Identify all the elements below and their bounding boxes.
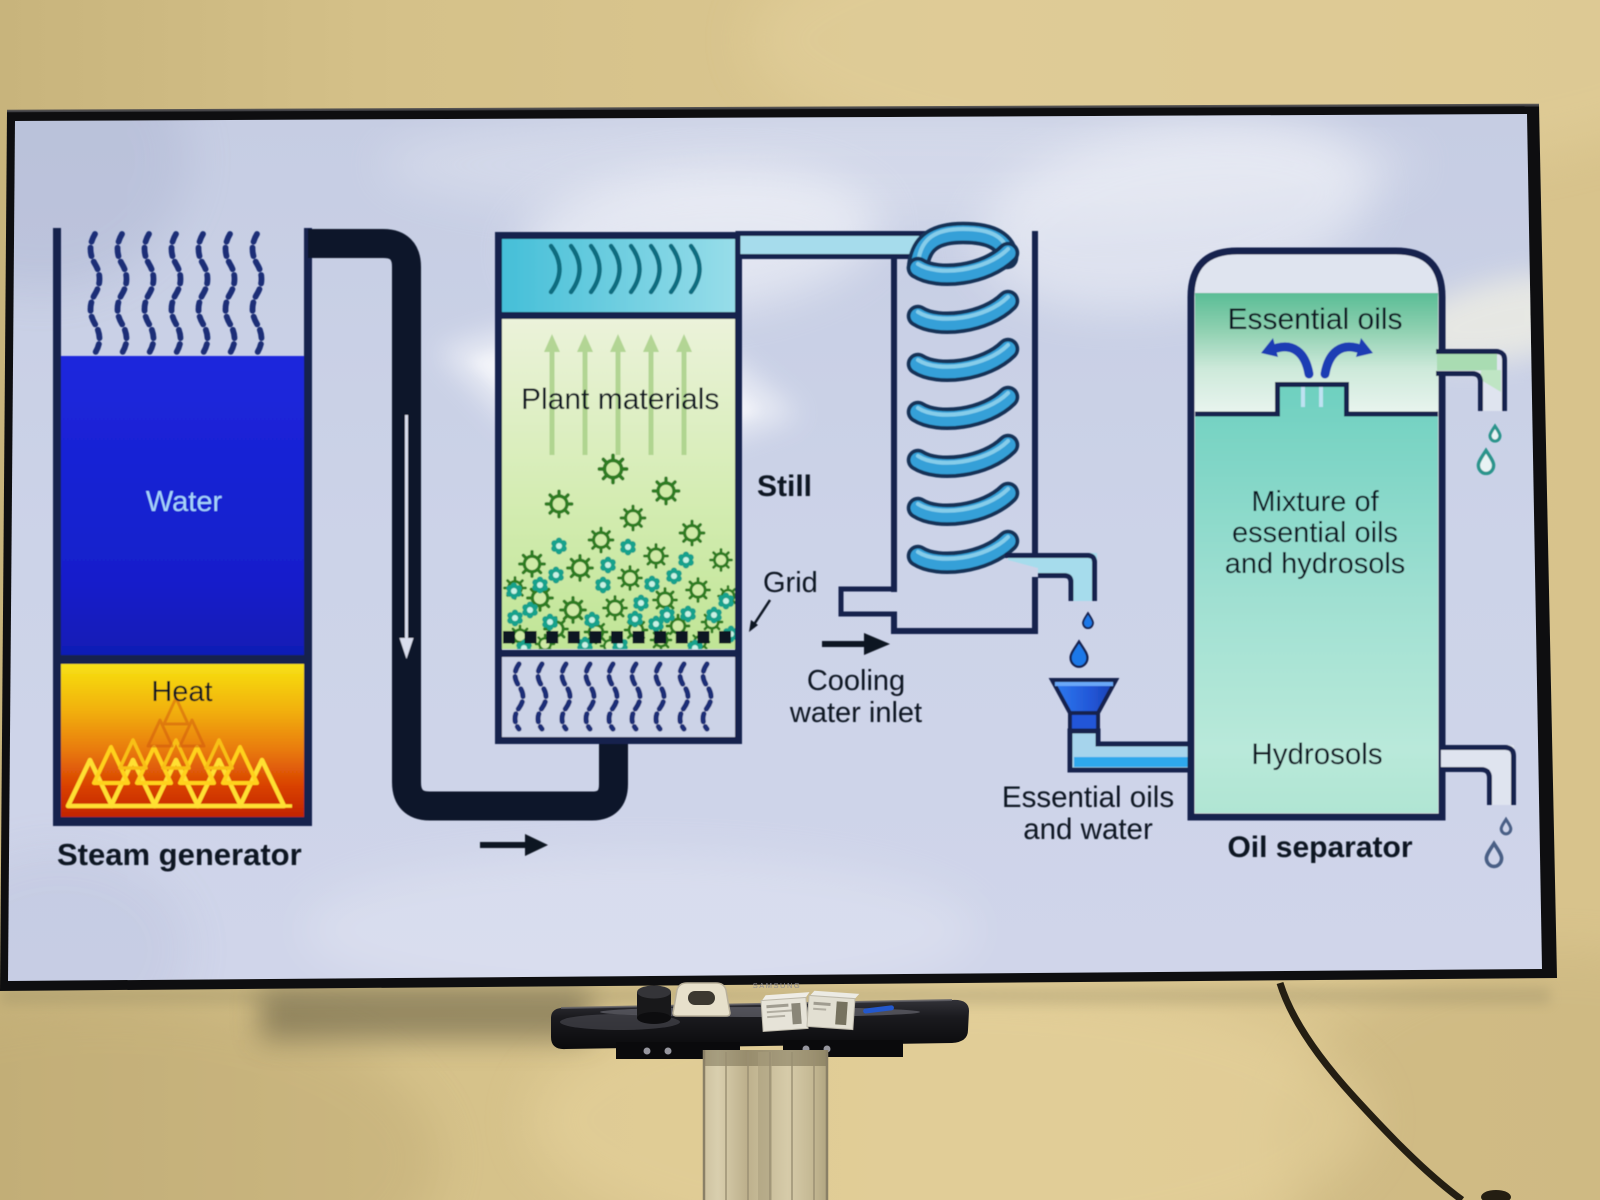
svg-text:Steam generator: Steam generator	[57, 837, 302, 872]
svg-text:Essential oils: Essential oils	[1002, 781, 1174, 814]
svg-text:Still: Still	[757, 470, 812, 503]
svg-text:Heat: Heat	[151, 676, 212, 708]
svg-text:and hydrosols: and hydrosols	[1225, 548, 1406, 580]
svg-text:essential oils: essential oils	[1232, 517, 1398, 549]
svg-text:Cooling: Cooling	[807, 665, 905, 697]
svg-text:Plant materials: Plant materials	[521, 383, 719, 416]
svg-text:Hydrosols: Hydrosols	[1251, 738, 1382, 771]
svg-text:and water: and water	[1023, 813, 1153, 846]
svg-text:Mixture of: Mixture of	[1251, 486, 1379, 518]
svg-text:Grid: Grid	[763, 567, 818, 599]
svg-text:water inlet: water inlet	[789, 697, 922, 729]
svg-text:SAMSUNG: SAMSUNG	[753, 981, 801, 990]
svg-text:Oil separator: Oil separator	[1227, 831, 1412, 864]
svg-text:Essential oils: Essential oils	[1227, 303, 1402, 336]
svg-text:Water: Water	[146, 486, 223, 518]
